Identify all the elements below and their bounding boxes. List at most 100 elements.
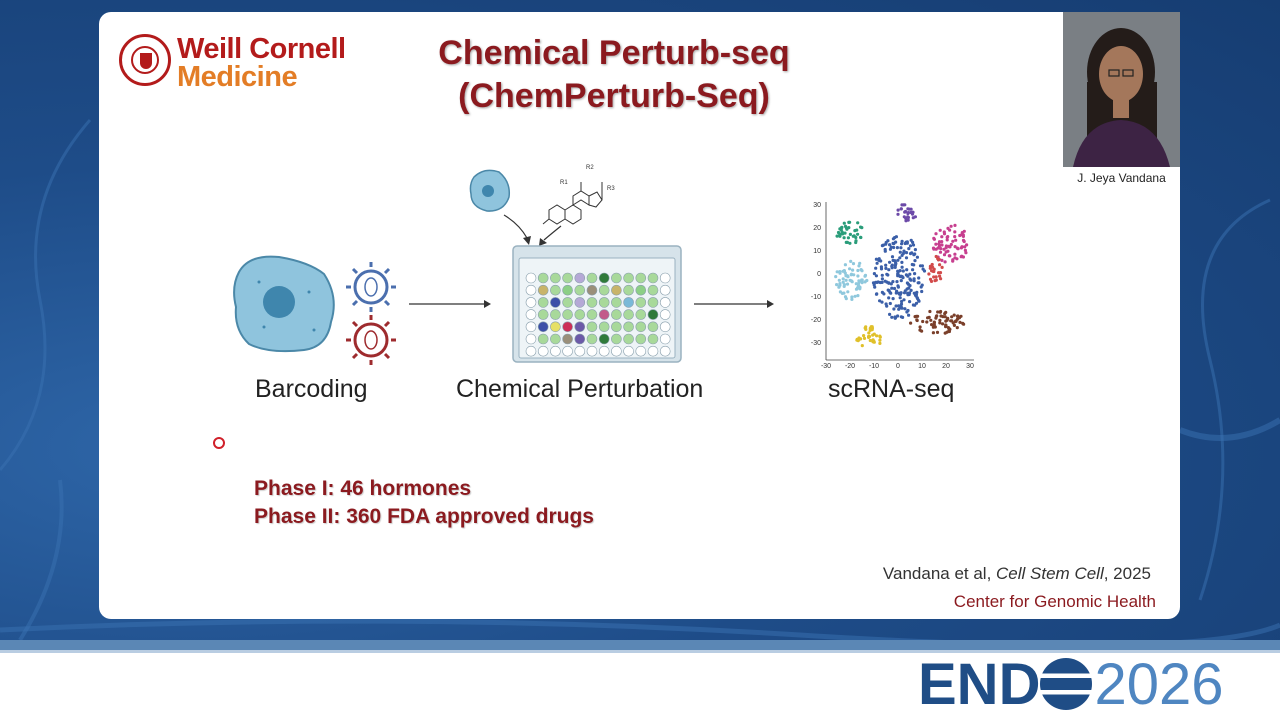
umap-cell-point bbox=[894, 262, 898, 266]
umap-cell-point bbox=[954, 238, 958, 242]
umap-cell-point bbox=[891, 258, 895, 262]
plate-well bbox=[537, 333, 549, 345]
umap-cell-point bbox=[913, 259, 917, 263]
umap-cell-point bbox=[878, 338, 882, 342]
umap-cell-point bbox=[947, 327, 952, 331]
plate-well bbox=[562, 272, 573, 284]
umap-cell-point bbox=[851, 268, 855, 272]
umap-cell-point bbox=[946, 235, 950, 239]
umap-cell-point bbox=[838, 290, 843, 294]
umap-cell-point bbox=[875, 334, 879, 338]
umap-cell-point bbox=[961, 321, 965, 325]
umap-x-tick: -10 bbox=[869, 363, 879, 370]
umap-cell-point bbox=[886, 239, 890, 243]
umap-cell-point bbox=[908, 244, 913, 248]
logo-text-line1: Weill Cornell bbox=[177, 33, 346, 65]
umap-cell-point bbox=[856, 268, 860, 273]
plate-well bbox=[537, 345, 549, 357]
plate-well bbox=[659, 284, 671, 296]
umap-cell-point bbox=[908, 300, 912, 304]
umap-cell-point bbox=[853, 294, 857, 298]
plate-well bbox=[659, 272, 671, 284]
umap-cell-point bbox=[854, 235, 858, 240]
umap-cell-point bbox=[946, 316, 950, 320]
umap-cell-point bbox=[899, 207, 903, 211]
umap-cell-point bbox=[908, 272, 912, 276]
umap-cell-point bbox=[906, 308, 910, 313]
umap-y-tick: 0 bbox=[817, 271, 821, 278]
umap-y-tick: 30 bbox=[813, 202, 821, 209]
umap-cell-point bbox=[859, 235, 863, 240]
umap-y-tick: -20 bbox=[811, 317, 821, 324]
umap-cell-point bbox=[963, 245, 967, 249]
umap-cell-point bbox=[961, 238, 966, 242]
umap-cell-point bbox=[852, 273, 856, 277]
umap-cell-point bbox=[888, 290, 892, 294]
umap-cell-point bbox=[900, 253, 904, 257]
umap-cell-point bbox=[908, 252, 913, 256]
plate-well bbox=[574, 309, 586, 320]
plate-well bbox=[659, 297, 671, 308]
umap-cell-point bbox=[940, 258, 944, 262]
plate-well bbox=[598, 345, 610, 357]
umap-cell-point bbox=[934, 278, 938, 282]
umap-cell-point bbox=[862, 334, 866, 338]
umap-x-tick: 0 bbox=[896, 363, 900, 370]
umap-cell-point bbox=[906, 215, 910, 219]
molecule-label-r2: R2 bbox=[586, 165, 594, 171]
weill-cornell-logo: Weill Cornell Medicine bbox=[119, 34, 379, 94]
umap-cell-point bbox=[960, 245, 964, 249]
umap-cell-point bbox=[896, 212, 900, 216]
umap-cell-point bbox=[914, 293, 919, 297]
umap-cell-point bbox=[892, 286, 897, 291]
title-line2: (ChemPerturb-Seq) bbox=[458, 77, 770, 115]
umap-cell-point bbox=[910, 262, 914, 267]
umap-cell-point bbox=[932, 320, 936, 324]
plate-well bbox=[562, 345, 573, 357]
umap-cell-point bbox=[909, 288, 913, 292]
title-line1: Chemical Perturb-seq bbox=[438, 34, 790, 72]
umap-y-tick: 20 bbox=[813, 225, 821, 232]
phase-2-text: Phase II: 360 FDA approved drugs bbox=[254, 505, 594, 528]
umap-cell-point bbox=[884, 302, 888, 306]
umap-cell-point bbox=[843, 263, 848, 267]
umap-cell-point bbox=[898, 250, 902, 254]
umap-cell-point bbox=[841, 280, 845, 284]
plate-well bbox=[525, 345, 537, 357]
umap-cell-point bbox=[920, 283, 924, 287]
plate-well bbox=[525, 272, 537, 284]
plate-well bbox=[550, 321, 561, 333]
arrow-icon bbox=[694, 300, 774, 308]
umap-cell-point bbox=[874, 274, 879, 278]
umap-cell-point bbox=[953, 230, 957, 234]
umap-cell-point bbox=[892, 242, 896, 246]
plate-well bbox=[623, 309, 634, 320]
umap-cell-point bbox=[872, 340, 876, 344]
umap-cell-point bbox=[961, 234, 966, 238]
umap-cell-point bbox=[890, 286, 894, 290]
umap-cell-point bbox=[905, 240, 909, 245]
plate-well bbox=[586, 321, 598, 333]
umap-cell-point bbox=[936, 258, 941, 262]
umap-cell-point bbox=[955, 326, 959, 330]
umap-cell-point bbox=[851, 262, 856, 266]
umap-cell-point bbox=[902, 298, 906, 302]
umap-cell-point bbox=[892, 245, 896, 250]
umap-y-tick: -10 bbox=[811, 294, 821, 301]
molecule-label-r1: R1 bbox=[560, 180, 568, 186]
umap-cell-point bbox=[932, 323, 936, 327]
plate-well bbox=[550, 284, 561, 296]
umap-cell-point bbox=[858, 285, 862, 289]
umap-cell-point bbox=[921, 319, 925, 324]
umap-cell-point bbox=[890, 255, 895, 259]
phase-1-text: Phase I: 46 hormones bbox=[254, 477, 472, 500]
umap-cell-point bbox=[920, 264, 925, 268]
umap-cell-point bbox=[879, 259, 883, 263]
umap-cell-point bbox=[928, 309, 932, 314]
umap-cell-point bbox=[880, 277, 885, 281]
umap-cell-point bbox=[934, 275, 938, 279]
logo-text-line2: Medicine bbox=[177, 61, 298, 93]
umap-cell-point bbox=[911, 268, 915, 272]
